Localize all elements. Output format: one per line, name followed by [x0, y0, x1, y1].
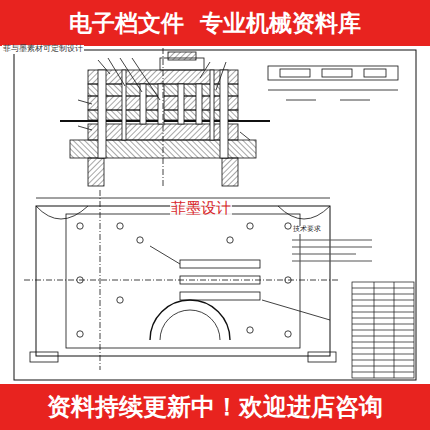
banner-text: 电子档文件 专业机械资料库: [69, 8, 361, 39]
watermark-small: 菲与墨素材可定制设计: [2, 45, 84, 54]
top-banner: 电子档文件 专业机械资料库: [0, 0, 430, 46]
watermark: 菲墨设计: [170, 200, 232, 217]
notes-heading: 技术要求: [292, 226, 322, 234]
bottom-banner: 资料持续更新中！欢迎进店咨询: [0, 384, 430, 430]
banner-text: 资料持续更新中！欢迎进店咨询: [47, 391, 383, 423]
